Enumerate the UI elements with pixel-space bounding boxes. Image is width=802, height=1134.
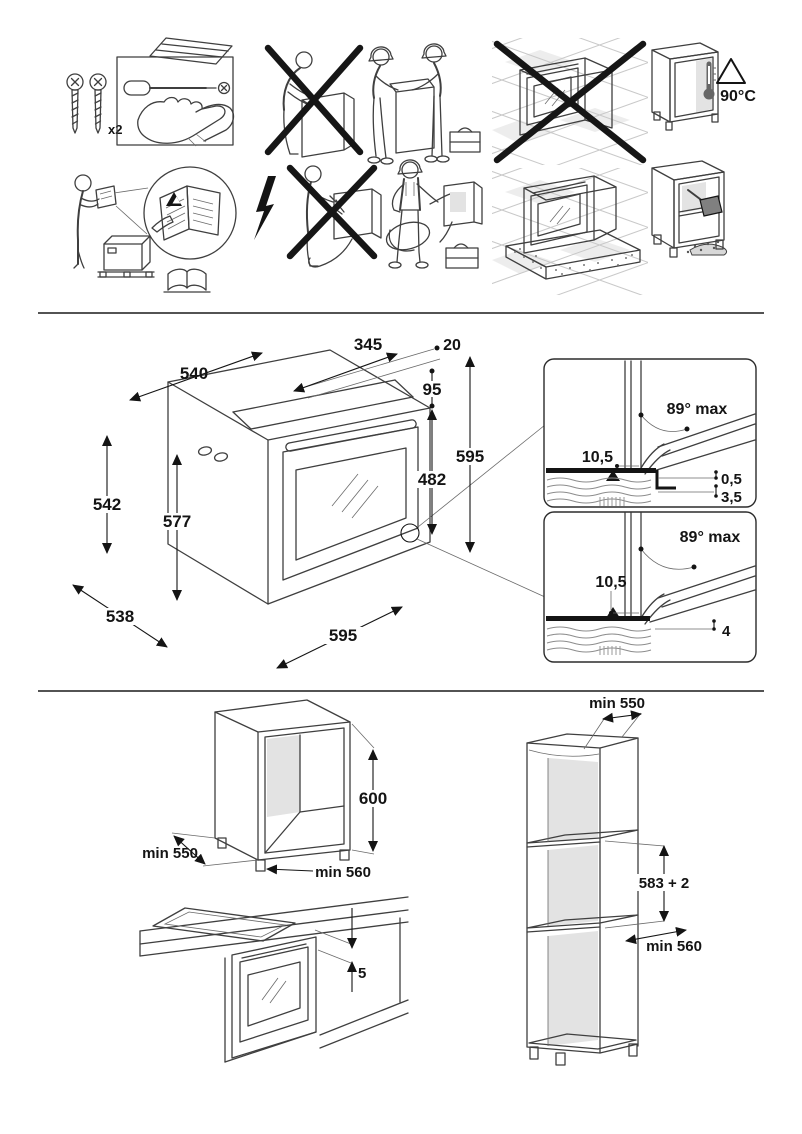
toolbox-icon [449,127,481,153]
lightning-bolt-icon [254,176,276,240]
screw-icon [89,73,107,134]
gap-top-label: 0,5 [721,471,742,488]
oven-door-glass [295,447,407,561]
thermometer-icon [703,61,716,100]
shelf [526,829,639,848]
hob-clearance-diagram: 5 [139,896,409,1063]
screw-icon [66,73,84,134]
qualified-electrician-icon [254,159,483,269]
one-person-lift-prohibited-icon [264,44,364,158]
dim-door-height-label: 482 [418,470,446,489]
debris-icon [686,240,728,256]
safety-pictograms: x2 [66,37,756,295]
cabinet-depth-label: min 550 [142,845,198,862]
screw-count-label: x2 [108,122,122,137]
tall-cabinet-diagram: min 550 583 + 2 min 560 [526,695,702,1066]
dim-top-width-label: 540 [180,364,208,383]
gloves-icon [137,96,235,147]
package-box-icon [97,235,155,278]
cabinet-height-label: 600 [359,789,387,808]
max-temperature-label: 90°C [720,88,756,105]
dustpan-icon [687,189,723,217]
no-floor-installation-icon [492,38,648,165]
person-with-helmet-icon [411,43,450,163]
dim-side-height-label: 577 [163,512,191,531]
dim-rear-height-label: 542 [93,495,121,514]
shelf [526,914,639,933]
toolbox-icon [445,243,479,269]
door-angle-label: 89° max [680,529,741,546]
dim-panel-height-label: 95 [423,380,442,399]
screwdriver-icon [123,80,231,96]
pivot-offset-label: 10,5 [595,574,626,591]
oven-knob-icon [197,446,213,456]
hob-icon [152,907,296,942]
electrician-icon [385,159,483,269]
cabinet-width-label: min 560 [315,864,371,881]
manual-magnifier-icon [143,166,237,260]
gap-bottom-label: 3,5 [721,489,742,506]
dim-front-height-label: 595 [456,447,484,466]
install-kit-icon: x2 [66,37,235,147]
two-person-lift-icon [264,43,481,165]
diy-electrical-prohibited-icon [286,164,382,268]
dim-front-width-label: 595 [329,626,357,645]
gap-label: 4 [722,623,731,640]
detail-callout-circle [400,523,420,543]
shelf-depth-label: min 560 [646,938,702,955]
tall-cabinet-top-depth-label: min 550 [589,695,645,712]
niche-height-label: 583 + 2 [639,875,689,892]
oven-dimensions-diagram: 20 540 345 95 482 595 542 577 538 595 [72,335,546,669]
oven-on-base-icon [523,175,617,254]
dim-rear-offset-label: 20 [443,337,461,354]
door-angle-label: 89° max [667,401,728,418]
dim-top-depth-label: 345 [354,335,382,354]
pivot-offset-label: 10,5 [582,449,613,466]
base-cabinet-diagram: 600 min 550 min 560 [142,699,390,881]
warning-triangle-icon [716,58,746,84]
hob-gap-label: 5 [358,965,366,982]
mounting-bracket-icon [149,37,233,65]
dim-depth-label: 538 [106,607,134,626]
oven-handle [285,419,417,452]
door-detail-lower: 89° max 10,5 4 [543,511,757,663]
protective-base-icon [492,168,648,295]
door-detail-upper: 89° max 10,5 0,5 3,5 [543,358,757,508]
manual-book-icon [163,268,211,293]
person-with-helmet-icon [367,46,399,165]
read-manual-icon [73,166,237,293]
oven-knob-icon [213,452,229,462]
cabinet-heat-resistance-icon: 90°C [651,42,756,131]
clean-cabinet-icon [651,160,728,258]
built-in-oven-icon [224,917,409,1063]
styrofoam-base-icon [505,229,641,280]
